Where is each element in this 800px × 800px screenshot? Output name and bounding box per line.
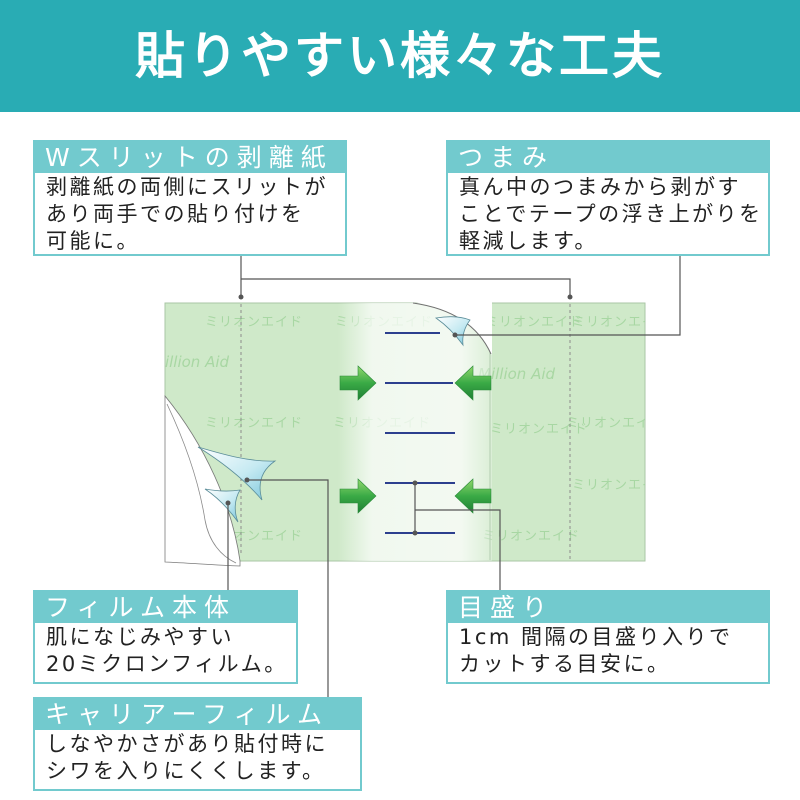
corner-peel [164,394,277,567]
connector-dot [567,294,573,300]
callout-film-body: フィルム本体 肌になじみやすい 20ミクロンフィルム。 [33,590,298,684]
product-sheet: ミリオンエイド ミリオンエイド ミリオンエイド ミリオンエイド Million … [152,302,670,567]
callout-scale-marks: 目盛り 1cm 間隔の目盛り入りで カットする目安に。 [446,590,770,684]
connector-dot [238,294,244,300]
callout-body: 1cm 間隔の目盛り入りで カットする目安に。 [448,623,768,678]
connector-slit [241,278,571,297]
watermark-text: ミリオンエイド [485,315,583,330]
arrow-right-icon [339,478,377,514]
callout-heading: キャリアーフィルム [35,699,360,730]
connector-dot [412,480,418,486]
callout-body: 肌になじみやすい 20ミクロンフィルム。 [35,623,296,678]
connector-dot [244,477,250,483]
watermark-text: ミリオンエイド [482,529,580,544]
watermark-text: ミリオンエイド [566,416,664,431]
callout-line: 真ん中のつまみから剥がす [459,175,741,199]
watermark-text: Million Aid [152,353,229,371]
callout-tab: つまみ 真ん中のつまみから剥がす ことでテープの浮き上がりを 軽減します。 [446,140,770,256]
release-paper-curl [164,394,241,567]
watermark-text: ミリオンエイド [572,478,670,493]
callout-heading: Wスリットの剥離紙 [35,142,345,173]
film-body-curl [204,488,241,523]
scale-ticks [385,332,455,534]
watermark-text: ミリオンエイド [205,315,303,330]
connector-dot [452,332,458,338]
connector-dot [225,500,231,506]
watermark-text: ミリオンエイド [490,422,588,437]
callout-body: 真ん中のつまみから剥がす ことでテープの浮き上がりを 軽減します。 [448,173,768,254]
callout-line: シワを入りにくくします。 [46,759,326,783]
watermark-text: Million Aid [478,365,555,383]
connector-tab [455,256,681,336]
tab-peel-reveal [413,302,492,355]
release-paper-curl-edge [166,403,237,564]
watermark-text: ミリオンエイド [205,416,303,431]
arrow-left-icon [454,478,492,514]
callout-line: 1cm 間隔の目盛り入りで [459,625,733,649]
connector-dot [412,530,418,536]
peel-direction-arrows [339,365,492,514]
callout-line: 軽減します。 [459,229,598,253]
arrow-left-icon [454,365,492,401]
callout-carrier-film: キャリアーフィルム しなやかさがあり貼付時に シワを入りにくくします。 [33,697,362,791]
callout-line: 剥離紙の両側にスリットが [46,175,328,199]
callout-body: 剥離紙の両側にスリットが あり両手での貼り付けを 可能に。 [35,173,345,254]
callout-w-slit-release-paper: Wスリットの剥離紙 剥離紙の両側にスリットが あり両手での貼り付けを 可能に。 [33,140,347,256]
callout-body: しなやかさがあり貼付時に シワを入りにくくします。 [35,730,360,785]
callout-line: 20ミクロンフィルム。 [46,652,288,676]
tab-peel [412,302,492,355]
page-title: 貼りやすい様々な工夫 [135,27,665,85]
connector-lines [225,256,681,697]
callout-heading: フィルム本体 [35,592,296,623]
callout-line: しなやかさがあり貼付時に [46,732,328,756]
callout-line: カットする目安に。 [459,652,671,676]
tab-peel-flap [434,316,471,347]
callout-line: 肌になじみやすい [46,625,234,649]
callout-line: 可能に。 [46,229,140,253]
callout-heading: 目盛り [448,592,768,623]
callout-line: ことでテープの浮き上がりを [459,202,763,226]
callout-heading: つまみ [448,142,768,173]
title-banner: 貼りやすい様々な工夫 [0,0,800,112]
connector-scale [415,509,501,590]
connector-carrier-film [247,479,329,697]
arrow-right-icon [339,365,377,401]
watermark-text: ミリオンエイド [572,315,670,330]
callout-line: あり両手での貼り付けを [46,202,305,226]
